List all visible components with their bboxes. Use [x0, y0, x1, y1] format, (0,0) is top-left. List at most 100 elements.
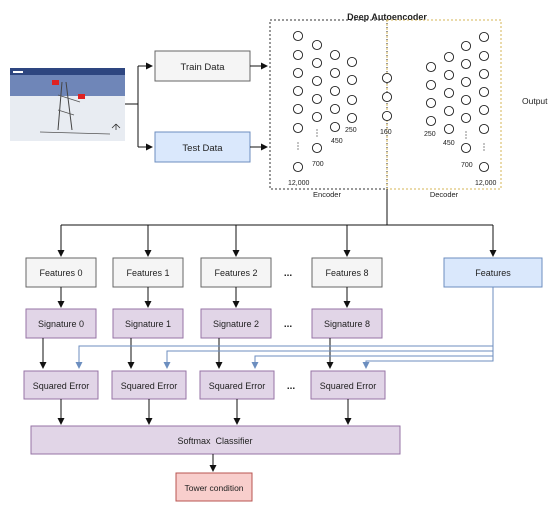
neuron: [478, 161, 490, 173]
neuron-layers: [292, 30, 490, 173]
neuron: [443, 123, 455, 135]
neuron: [443, 87, 455, 99]
squared-error-2-box[interactable]: [199, 370, 275, 400]
neuron: [292, 161, 304, 173]
layer-size-label: 450: [443, 140, 455, 147]
neuron: [425, 97, 437, 109]
features-1-box[interactable]: [112, 257, 184, 288]
features-label: Features: [475, 268, 511, 278]
neuron-ellipsis-dot: [297, 145, 299, 147]
tower-condition-box[interactable]: [175, 472, 253, 502]
neuron: [460, 142, 472, 154]
neuron: [443, 51, 455, 63]
neuron-ellipsis-dot: [465, 134, 467, 136]
signature-0-label: Signature 0: [38, 319, 84, 329]
decoder-label: Decoder: [430, 190, 459, 199]
features-8-box[interactable]: [311, 257, 383, 288]
feature-branch-connectors: [57, 189, 497, 257]
neuron: [460, 40, 472, 52]
neuron-ellipsis-dot: [465, 137, 467, 139]
layer-size-label: 250: [424, 131, 436, 138]
neuron: [311, 39, 323, 51]
neuron: [329, 49, 341, 61]
neuron: [329, 103, 341, 115]
squared-error-8-box[interactable]: [310, 370, 386, 400]
neuron: [381, 91, 393, 103]
neuron: [443, 69, 455, 81]
squared-error-1-box[interactable]: [111, 370, 187, 400]
neuron: [329, 121, 341, 133]
features-feedback-lines: [75, 287, 494, 369]
tower-condition-label: Tower condition: [184, 483, 243, 493]
layer-size-label: 450: [331, 138, 343, 145]
signature-8-box[interactable]: [311, 308, 383, 339]
neuron: [292, 30, 304, 42]
features-2-label: Features 2: [214, 268, 257, 278]
input-connectors: [125, 62, 153, 151]
test-data-label: Test Data: [182, 143, 223, 154]
neuron: [460, 112, 472, 124]
neuron-ellipsis-dot: [297, 148, 299, 150]
neuron: [292, 49, 304, 61]
neuron-ellipsis-dot: [483, 146, 485, 148]
neuron-ellipsis-dot: [316, 129, 318, 131]
signature-2-label: Signature 2: [213, 319, 259, 329]
ellipsis-signatures: ...: [284, 319, 293, 330]
neuron: [346, 112, 358, 124]
neuron: [478, 68, 490, 80]
error-to-classifier-arrows: [57, 399, 352, 425]
feature-to-signature-arrows: [57, 287, 351, 308]
neuron: [381, 72, 393, 84]
neuron: [311, 142, 323, 154]
neuron-ellipsis-dot: [483, 143, 485, 145]
neuron: [443, 105, 455, 117]
neuron: [311, 111, 323, 123]
layer-size-label: 700: [461, 162, 473, 169]
output-label: Output: [522, 96, 548, 106]
layer-size-label: 250: [345, 127, 357, 134]
neuron: [460, 76, 472, 88]
neuron: [425, 79, 437, 91]
neuron-ellipsis-dot: [465, 131, 467, 133]
neuron: [425, 115, 437, 127]
signature-8-label: Signature 8: [324, 319, 370, 329]
softmax-classifier-label: Softmax Classifier: [177, 436, 252, 446]
neuron: [329, 67, 341, 79]
neuron: [311, 93, 323, 105]
features-8-label: Features 8: [325, 268, 368, 278]
neuron-ellipsis-dot: [316, 135, 318, 137]
neuron: [460, 94, 472, 106]
neuron: [311, 75, 323, 87]
layer-size-label: 12,000: [475, 180, 497, 187]
neuron: [478, 31, 490, 43]
features-0-box[interactable]: [25, 257, 97, 288]
neuron: [292, 85, 304, 97]
squared-error-0-label: Squared Error: [33, 381, 90, 391]
neuron-ellipsis-dot: [297, 142, 299, 144]
signature-2-box[interactable]: [200, 308, 272, 339]
layer-size-label: 12,000: [288, 180, 310, 187]
autoencoder-title: Deep Autoencoder: [347, 12, 427, 22]
squared-error-2-label: Squared Error: [209, 381, 266, 391]
signature-to-error-arrows: [39, 338, 334, 369]
neuron: [346, 94, 358, 106]
features-box[interactable]: [443, 257, 543, 288]
neuron-ellipsis-dot: [483, 149, 485, 151]
features-0-label: Features 0: [39, 268, 82, 278]
features-2-box[interactable]: [200, 257, 272, 288]
signature-0-box[interactable]: [25, 308, 97, 339]
neuron: [460, 58, 472, 70]
ellipsis-features: ...: [284, 268, 293, 279]
test-data-box[interactable]: [154, 131, 251, 163]
neuron: [381, 110, 393, 122]
softmax-classifier-box[interactable]: [30, 425, 401, 455]
squared-error-1-label: Squared Error: [121, 381, 178, 391]
neuron: [478, 86, 490, 98]
neuron: [478, 104, 490, 116]
tower-screenshot-thumbnail: [10, 68, 125, 141]
encoder-frame: [269, 19, 388, 190]
signature-1-box[interactable]: [112, 308, 184, 339]
layer-size-label: 700: [312, 161, 324, 168]
neuron: [292, 122, 304, 134]
